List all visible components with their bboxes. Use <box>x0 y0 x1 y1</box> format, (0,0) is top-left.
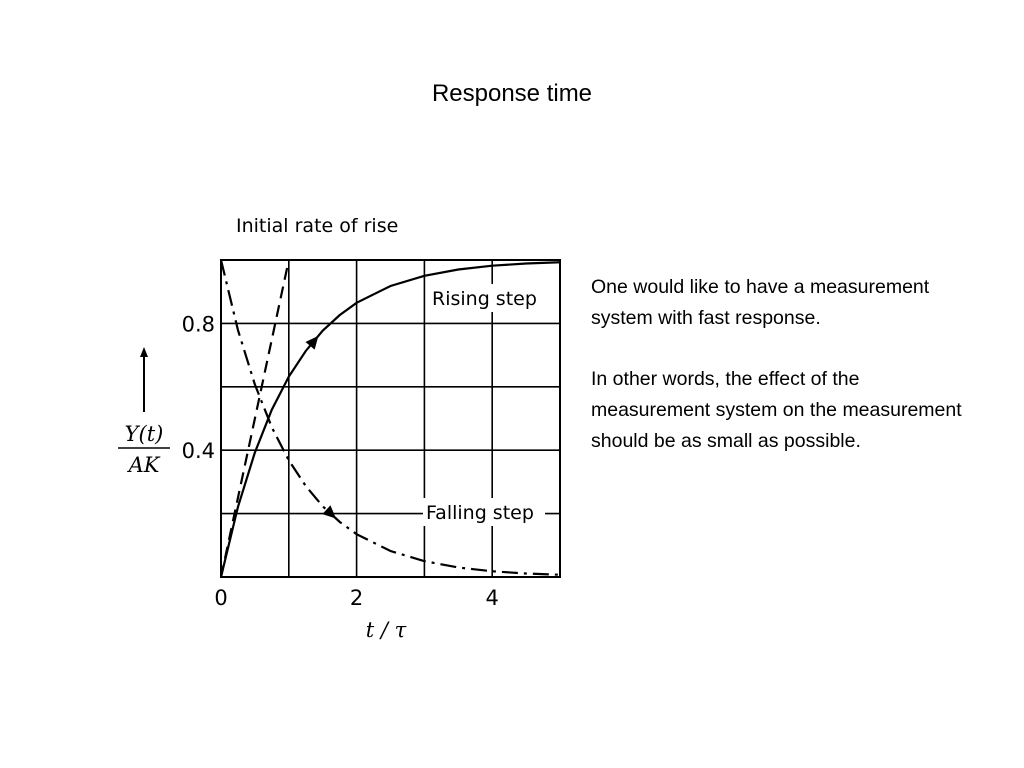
annotation-initial-rate: Initial rate of rise <box>236 215 398 237</box>
y-axis-label-denominator: AK <box>127 453 161 477</box>
x-axis-label: t / τ <box>366 618 407 642</box>
series-arrow-rising-step <box>305 335 319 350</box>
series-line-falling-step <box>219 259 561 576</box>
paragraph-fast-response: One would like to have a measurement sys… <box>591 276 930 329</box>
y-axis-label-numerator: Y(t) <box>125 422 164 446</box>
y-tick-label-0.4: 0.4 <box>182 439 215 463</box>
series-line-initial-rate-of-rise <box>219 259 290 578</box>
series-line-rising-step <box>219 261 561 578</box>
annotation-rising-bg <box>428 284 546 312</box>
response-time-chart: 0 2 4 0.4 0.8 Initial rate of rise Rising st… <box>110 200 580 650</box>
y-tick-label-0.8: 0.8 <box>182 312 215 336</box>
annotation-rising-step: Rising step <box>432 288 537 310</box>
paragraph-effect-small: In other words, the effect of the measur… <box>591 368 962 452</box>
x-tick-label-4: 4 <box>486 586 499 610</box>
x-tick-label-2: 2 <box>350 586 363 610</box>
annotation-falling-bg <box>423 498 545 526</box>
slide-body: One would like to have a measurement sys… <box>591 272 981 487</box>
annotation-falling-step: Falling step <box>426 502 534 524</box>
series-arrow-falling-step <box>322 505 336 519</box>
x-tick-label-0: 0 <box>214 586 227 610</box>
slide-title: Response time <box>431 80 593 107</box>
plot-frame <box>220 259 561 578</box>
chart-svg: 0 2 4 0.4 0.8 Initial rate of rise Rising st… <box>118 215 561 642</box>
